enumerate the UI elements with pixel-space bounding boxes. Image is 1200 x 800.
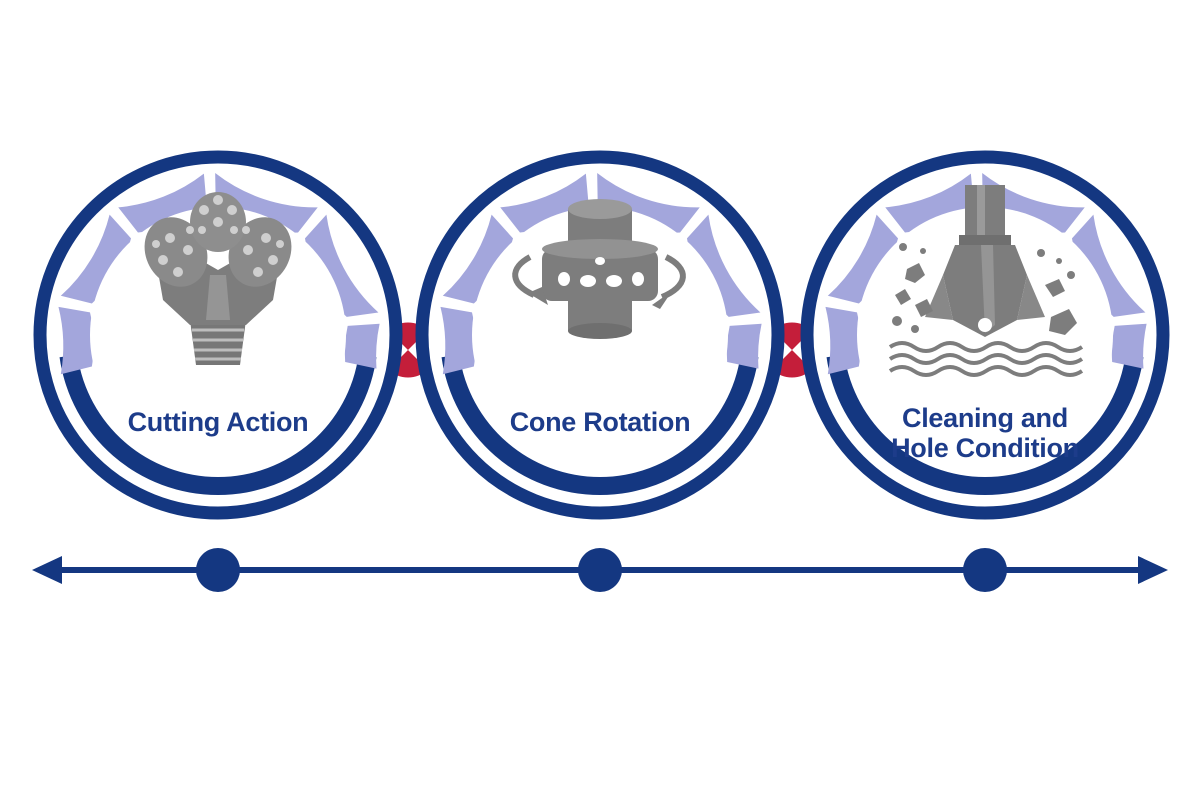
stage-segment — [58, 306, 94, 375]
stage-label: Cutting Action — [98, 407, 338, 437]
stage-progress-band — [441, 354, 759, 496]
stage-segment — [1071, 214, 1146, 317]
stage-segment — [827, 214, 899, 304]
stage-2 — [415, 150, 785, 520]
stage-segment — [825, 306, 861, 375]
timeline-marker-2 — [578, 548, 622, 592]
timeline — [32, 548, 1168, 592]
stage-3 — [800, 150, 1170, 520]
stage-segment — [726, 323, 762, 369]
left-arrow-icon — [32, 556, 62, 584]
stage-segment — [440, 306, 476, 375]
stage-segment — [442, 214, 514, 304]
stage-label-line: Cone Rotation — [509, 407, 691, 437]
stage-progress-band — [59, 354, 377, 496]
stage-segment — [60, 214, 132, 304]
stage-segment — [686, 214, 761, 317]
stage-segment — [1111, 323, 1147, 369]
timeline-marker-1 — [196, 548, 240, 592]
stage-segment — [344, 323, 380, 369]
stage-segment — [304, 214, 379, 317]
stage-label-line: Cutting Action — [127, 407, 309, 437]
stage-1 — [33, 150, 403, 520]
right-arrow-icon — [1138, 556, 1168, 584]
stage-progress-band — [826, 354, 1144, 495]
stage-label-line: Cleaning and — [902, 403, 1068, 433]
stage-label: Cone Rotation — [480, 407, 720, 437]
timeline-marker-3 — [963, 548, 1007, 592]
stage-label-line: Hole Condition — [891, 433, 1079, 463]
